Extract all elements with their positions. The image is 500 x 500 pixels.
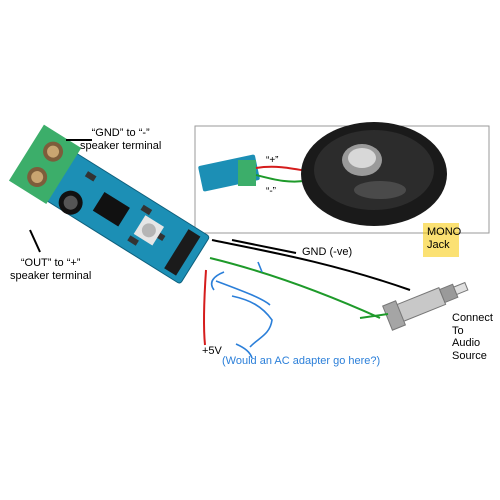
header-pins: [164, 229, 201, 276]
speaker-inset-photo: [194, 122, 490, 234]
out-terminal-pointer: [29, 229, 41, 253]
gnd-terminal-line1: “GND” to “-”: [91, 127, 150, 139]
mono-audio-jack: [382, 281, 469, 331]
red-wire: [202, 269, 207, 346]
mono-jack-box: [423, 223, 459, 257]
inset-terminal: [238, 160, 256, 186]
connect-line4: Source: [452, 349, 487, 362]
green-wire: [209, 257, 381, 319]
handwritten-annotations: [210, 261, 273, 359]
mono-line2: Jack: [427, 238, 450, 251]
jack-signal-wire: [359, 313, 389, 319]
mono-jack-label: MONO Jack: [427, 226, 461, 251]
gnd-pin-label: GND (-ve): [302, 246, 353, 258]
connect-audio-label: Connect To Audio Source: [452, 312, 493, 363]
inset-minus-label: “-”: [266, 186, 276, 197]
out-terminal-line2: speaker terminal: [10, 269, 92, 282]
inset-plus-label: “+”: [266, 155, 279, 166]
connect-line3: Audio: [452, 337, 481, 350]
out-terminal-label: “OUT” to “+” speaker terminal: [10, 257, 91, 282]
ac-adapter-question: (Would an AC adapter go here?): [222, 355, 381, 367]
amplifier-chip: [92, 191, 130, 227]
gnd-terminal-label: “GND” to “-” speaker terminal: [80, 127, 161, 152]
out-terminal-line1: “OUT” to “+”: [20, 257, 81, 269]
mono-line1: MONO: [427, 226, 462, 238]
connect-line2: To: [452, 324, 464, 337]
plus-5v-label: +5V: [202, 345, 222, 357]
black-wire: [211, 239, 411, 291]
gnd-terminal-line2: speaker terminal: [80, 139, 162, 152]
amplifier-module: [8, 124, 210, 284]
connect-line1: Connect: [452, 312, 493, 324]
screw-terminal: [8, 124, 82, 204]
gnd-pin-pointer: [231, 239, 297, 254]
